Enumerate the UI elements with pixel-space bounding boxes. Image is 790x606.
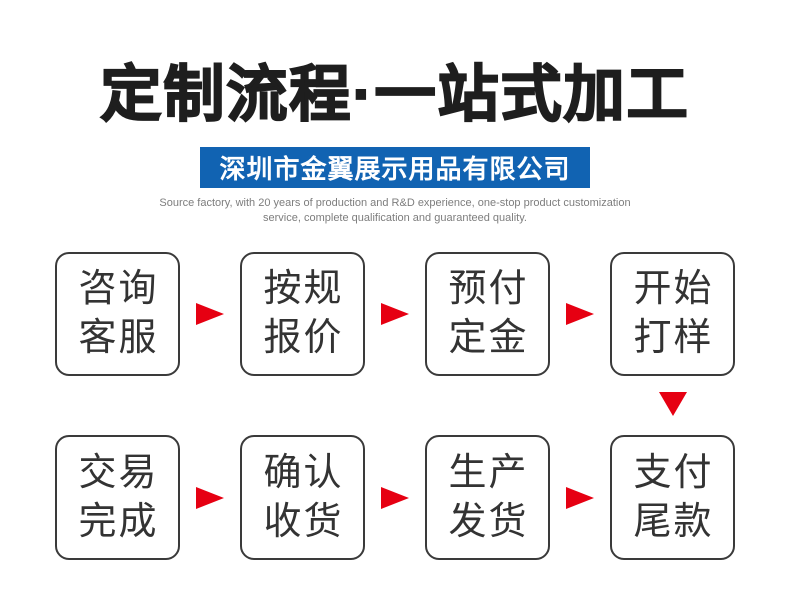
step-line: 咨询 (78, 268, 159, 310)
step-line: 发货 (448, 500, 529, 543)
step-line: 支付 (633, 451, 714, 494)
step-box-consult-service: 咨询 客服 (55, 252, 180, 376)
down-arrow-icon (659, 392, 687, 416)
page-title: 定制流程·一站式加工 (99, 59, 690, 129)
right-arrow-icon (550, 435, 610, 560)
flow-row-1: 咨询 客服 按规 报价 预付 定金 开始 打样 (55, 252, 735, 376)
step-line: 客服 (78, 317, 159, 359)
step-box-confirm-receipt: 确认 收货 (240, 435, 365, 560)
right-arrow-shape (566, 486, 594, 509)
step-line: 打样 (633, 317, 714, 359)
flow-row-2: 交易 完成 确认 收货 生产 发货 支付 尾款 (55, 435, 735, 560)
right-arrow-icon (365, 435, 425, 560)
right-arrow-icon (180, 252, 240, 376)
company-banner: 深圳市金翼展示用品有限公司 (200, 147, 590, 188)
step-line: 定金 (448, 317, 529, 359)
step-box-deal-complete: 交易 完成 (55, 435, 180, 560)
flow-connector-row (55, 376, 735, 435)
right-arrow-icon (180, 435, 240, 560)
step-line: 交易 (78, 451, 159, 494)
step-line: 尾款 (633, 500, 714, 543)
right-arrow-icon (365, 252, 425, 376)
right-arrow-shape (196, 303, 224, 325)
step-line: 确认 (263, 451, 344, 494)
step-box-quote-by-spec: 按规 报价 (240, 252, 365, 376)
right-arrow-shape (381, 303, 409, 325)
step-box-pay-balance: 支付 尾款 (610, 435, 735, 560)
right-arrow-shape (381, 486, 409, 509)
right-arrow-shape (566, 303, 594, 325)
step-box-production-shipping: 生产 发货 (425, 435, 550, 560)
subtitle-line-2: service, complete qualification and guar… (263, 212, 527, 224)
process-flowchart: 咨询 客服 按规 报价 预付 定金 开始 打样 交易 (55, 252, 735, 560)
step-line: 预付 (448, 268, 529, 310)
step-line: 完成 (78, 500, 159, 543)
step-line: 报价 (263, 317, 344, 359)
right-arrow-shape (196, 486, 224, 509)
step-line: 生产 (448, 451, 529, 494)
step-line: 按规 (263, 268, 344, 310)
subtitle: Source factory, with 20 years of product… (0, 196, 790, 226)
company-name: 深圳市金翼展示用品有限公司 (219, 154, 571, 184)
step-box-start-sampling: 开始 打样 (610, 252, 735, 376)
step-box-pay-deposit: 预付 定金 (425, 252, 550, 376)
right-arrow-icon (550, 252, 610, 376)
step-line: 开始 (633, 268, 714, 310)
step-line: 收货 (263, 500, 344, 543)
subtitle-line-1: Source factory, with 20 years of product… (159, 197, 631, 209)
